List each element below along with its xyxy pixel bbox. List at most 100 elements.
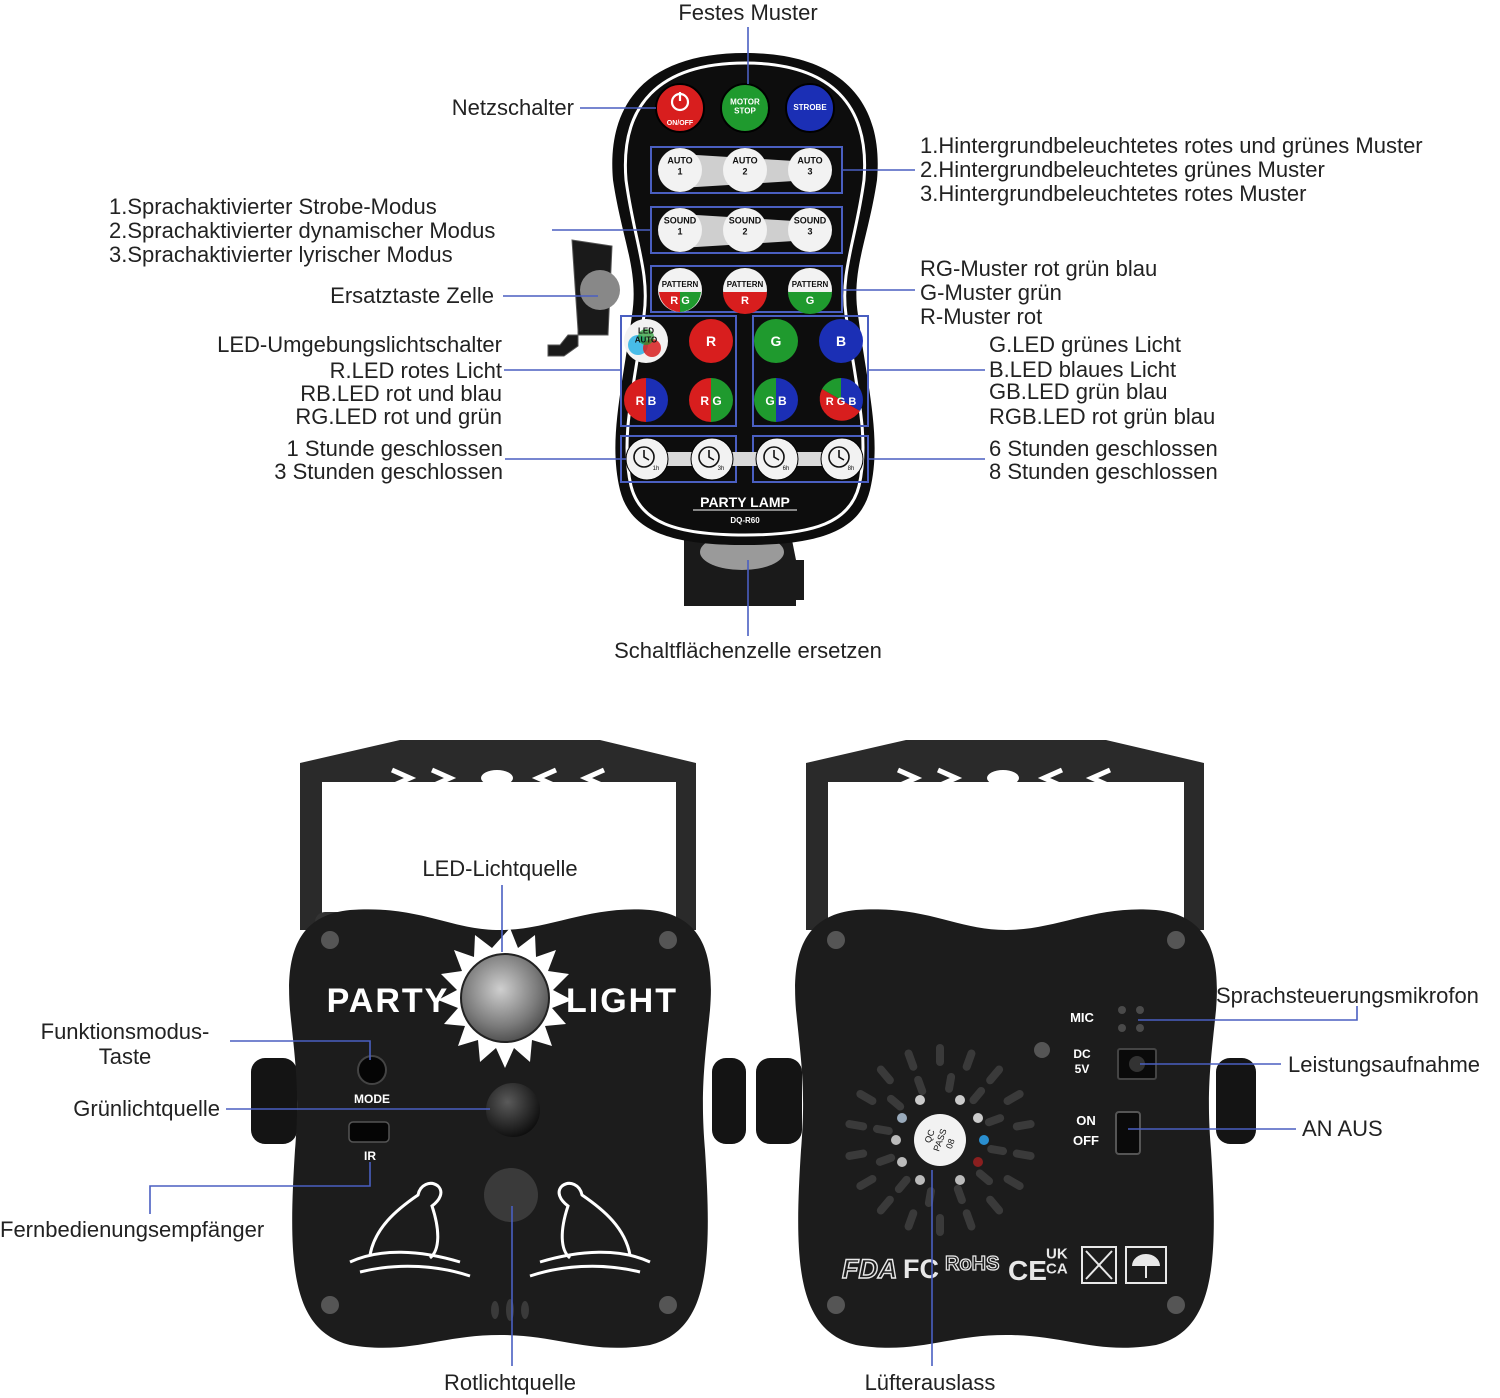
- mic-label: MIC: [1070, 1010, 1094, 1025]
- label-gruenlicht: Grünlichtquelle: [73, 1096, 220, 1121]
- microphone-holes: [1118, 1006, 1144, 1032]
- label-an-aus: AN AUS: [1302, 1116, 1383, 1141]
- label-luefter: Lüfterauslass: [864, 1370, 996, 1395]
- label-rotlicht: Rotlichtquelle: [443, 1370, 577, 1395]
- led-b-button[interactable]: [819, 319, 863, 363]
- pattern-row: PATTERN PATTERN PATTERN R G R G: [650, 265, 843, 314]
- strobe-label: STROBE: [793, 103, 827, 112]
- speaker-slots: [491, 1299, 529, 1321]
- seal-right-icon: [529, 1181, 651, 1278]
- timer-8h-label: 8h: [848, 466, 855, 472]
- label-mikrofon: Sprachsteuerungsmikrofon: [1216, 983, 1479, 1008]
- power-button-label: ON/OFF: [667, 120, 694, 127]
- led-r-button[interactable]: [689, 319, 733, 363]
- mode-button[interactable]: [357, 1055, 387, 1085]
- label-led-lichtquelle: LED-Lichtquelle: [422, 856, 578, 881]
- label-hintergrund-2: 2.Hintergrundbeleuchtetes grünes Muster: [920, 157, 1325, 182]
- label-led-right-4: RGB.LED rot grün blau: [989, 404, 1216, 429]
- led-r-label: R: [706, 333, 716, 349]
- sound-3-button[interactable]: [788, 208, 832, 252]
- label-festes-muster: Festes Muster: [678, 0, 818, 25]
- sound-2-button[interactable]: [723, 208, 767, 252]
- timer-6h-label: 6h: [783, 466, 790, 472]
- label-muster-1: RG-Muster rot grün blau: [920, 256, 1158, 281]
- right-knob[interactable]: [712, 1058, 746, 1144]
- back-callout-lines: [931, 1006, 1358, 1366]
- auto-2-button[interactable]: [723, 148, 767, 192]
- led-light-source: [461, 954, 549, 1042]
- clock-icon: [633, 446, 850, 468]
- cert-fda: FDA: [842, 1254, 898, 1284]
- front-device: PARTY LIGHT MODE IR: [251, 740, 746, 1348]
- led-gb-label: G B: [765, 394, 787, 408]
- label-sprach-2: 2.Sprachaktivierter dynamischer Modus: [109, 218, 496, 243]
- pattern-r-letters: R: [741, 295, 749, 307]
- led-g-label: G: [771, 333, 782, 349]
- pattern-rg-letters: R G: [670, 295, 690, 307]
- ir-receiver: [348, 1121, 390, 1143]
- led-g-button[interactable]: [754, 319, 798, 363]
- strobe-button[interactable]: [785, 83, 835, 133]
- sound-1-button[interactable]: [658, 208, 702, 252]
- cert-rohs: RoHS: [945, 1253, 999, 1275]
- keep-dry-icon: [1125, 1246, 1167, 1284]
- back-device: QC PASS 08 MIC DC 5V ON OFF FDA FC RoHS …: [756, 740, 1256, 1348]
- bracket-chevrons: [390, 767, 606, 789]
- label-timer-right-1: 6 Stunden geschlossen: [989, 436, 1218, 461]
- pattern-r-label: PATTERN: [727, 280, 764, 289]
- label-timer-right-2: 8 Stunden geschlossen: [989, 459, 1218, 484]
- remote-model: DQ-R60: [730, 516, 760, 525]
- timer-3h-label: 3h: [718, 466, 725, 472]
- mode-label: MODE: [354, 1092, 390, 1106]
- label-muster-2: G-Muster grün: [920, 280, 1062, 305]
- off-label: OFF: [1073, 1133, 1099, 1148]
- on-off-switch[interactable]: [1115, 1111, 1141, 1155]
- qc-line-3: 08: [944, 1137, 957, 1150]
- battery-cell-left: [580, 270, 620, 310]
- label-funktionsmodus-1: Funktionsmodus-: [40, 1019, 210, 1044]
- led-b-label: B: [836, 333, 846, 349]
- dc-label-2: 5V: [1075, 1062, 1090, 1076]
- motor-stop-button[interactable]: [720, 83, 770, 133]
- dc-label-1: DC: [1073, 1047, 1091, 1061]
- fan-vent: QC PASS 08: [845, 1044, 1035, 1236]
- label-sprach-1: 1.Sprachaktivierter Strobe-Modus: [109, 194, 437, 219]
- label-muster-3: R-Muster rot: [920, 304, 1043, 329]
- cert-ce: CE: [1008, 1255, 1047, 1286]
- label-sprach-3: 3.Sprachaktivierter lyrischer Modus: [109, 242, 453, 267]
- back-body: [795, 909, 1217, 1348]
- left-knob[interactable]: [251, 1058, 297, 1144]
- back-right-knob[interactable]: [1216, 1058, 1256, 1144]
- front-text-left: PARTY: [327, 982, 450, 1020]
- remote-callout-lines: [503, 27, 985, 636]
- label-led-left-3: RB.LED rot und blau: [300, 381, 502, 406]
- label-leistung: Leistungsaufnahme: [1288, 1052, 1481, 1077]
- label-led-right-3: GB.LED grün blau: [989, 379, 1168, 404]
- qc-line-1: QC: [923, 1128, 937, 1145]
- auto-3-button[interactable]: [788, 148, 832, 192]
- green-light-source: [486, 1083, 540, 1137]
- timer-row: 1h 3h 6h 8h: [620, 435, 869, 483]
- screw-icon: [321, 931, 677, 1314]
- weee-icon: [1081, 1246, 1117, 1284]
- front-text-right: LIGHT: [566, 982, 678, 1020]
- pattern-rg-label: PATTERN: [662, 280, 699, 289]
- label-fernbedienung: Fernbedienungsempfänger: [0, 1217, 265, 1242]
- led-rgb-label: R G B: [826, 396, 857, 408]
- label-led-left-4: RG.LED rot und grün: [295, 404, 502, 429]
- auto-1-button[interactable]: [658, 148, 702, 192]
- qc-sticker: [914, 1114, 966, 1166]
- label-led-right-2: B.LED blaues Licht: [989, 357, 1177, 382]
- back-left-knob[interactable]: [756, 1058, 802, 1144]
- label-hintergrund-1: 1.Hintergrundbeleuchtetes rotes und grün…: [920, 133, 1423, 158]
- label-led-left-2: R.LED rotes Licht: [329, 358, 502, 383]
